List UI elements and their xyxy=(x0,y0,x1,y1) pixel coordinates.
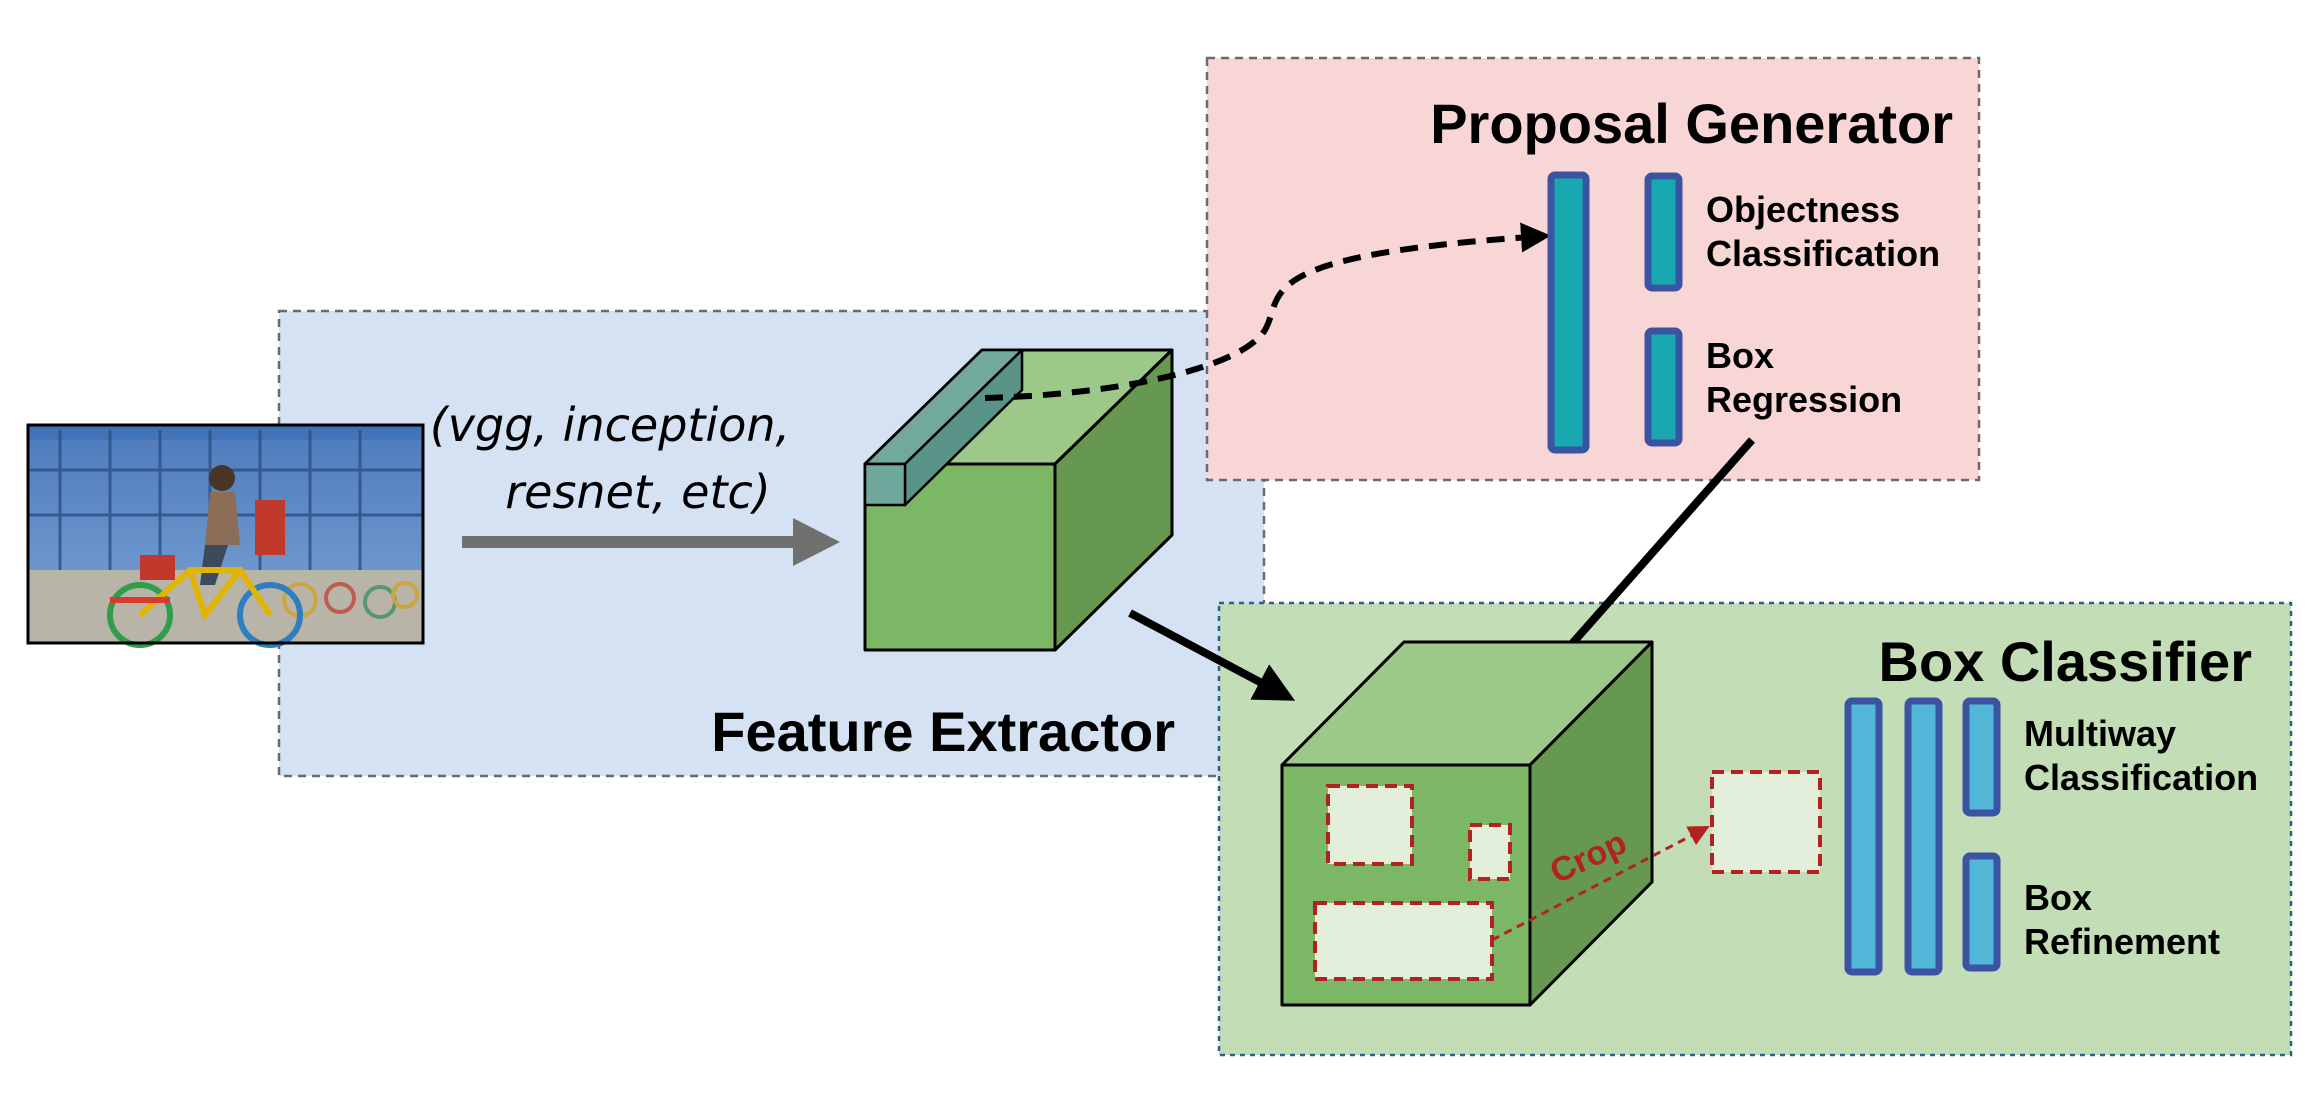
multiway-label-line1: Multiway xyxy=(2024,713,2176,754)
feature-to-proposal-dashed-arrow xyxy=(984,222,1551,401)
photo-of-cyclist-icon xyxy=(28,430,423,648)
roi-regions xyxy=(1313,784,1512,981)
feature-to-classifier-arrow xyxy=(1128,609,1296,701)
roi-box xyxy=(1468,823,1512,881)
cropped-roi xyxy=(1710,770,1822,874)
roi-box xyxy=(1313,901,1494,981)
classifier-fc-bar-2 xyxy=(1904,697,1943,976)
proposal-generator-panel xyxy=(1205,56,1981,482)
crop-arrow xyxy=(1491,826,1710,942)
objectness-output-bar xyxy=(1644,172,1683,292)
multiway-classification-output-bar xyxy=(1962,697,2001,817)
box-classifier-title: Box Classifier xyxy=(1879,630,2253,693)
box-regression-output-bar xyxy=(1644,327,1683,447)
box-refinement-label-line2: Refinement xyxy=(2024,921,2220,962)
box-regression-label-line1: Box xyxy=(1706,335,1774,376)
roi-box xyxy=(1326,784,1414,866)
feature-extractor-title: Feature Extractor xyxy=(711,700,1175,763)
input-image xyxy=(26,423,425,648)
backbones-text-line2: resnet, etc) xyxy=(505,465,771,519)
box-regression-label-line2: Regression xyxy=(1706,379,1902,420)
box-refinement-output-bar xyxy=(1962,852,2001,972)
proposal-generator-title: Proposal Generator xyxy=(1430,92,1953,155)
feature-map-column-slice xyxy=(863,348,1024,507)
box-refinement-label-line1: Box xyxy=(2024,877,2092,918)
backbones-text-line1: (vgg, inception, xyxy=(430,398,790,452)
rpn-feature-bar xyxy=(1547,171,1590,454)
multiway-label-line2: Classification xyxy=(2024,757,2258,798)
classifier-fc-bar-1 xyxy=(1844,697,1883,976)
input-to-backbone-arrow xyxy=(462,518,840,566)
objectness-label-line2: Classification xyxy=(1706,233,1940,274)
objectness-label-line1: Objectness xyxy=(1706,189,1900,230)
